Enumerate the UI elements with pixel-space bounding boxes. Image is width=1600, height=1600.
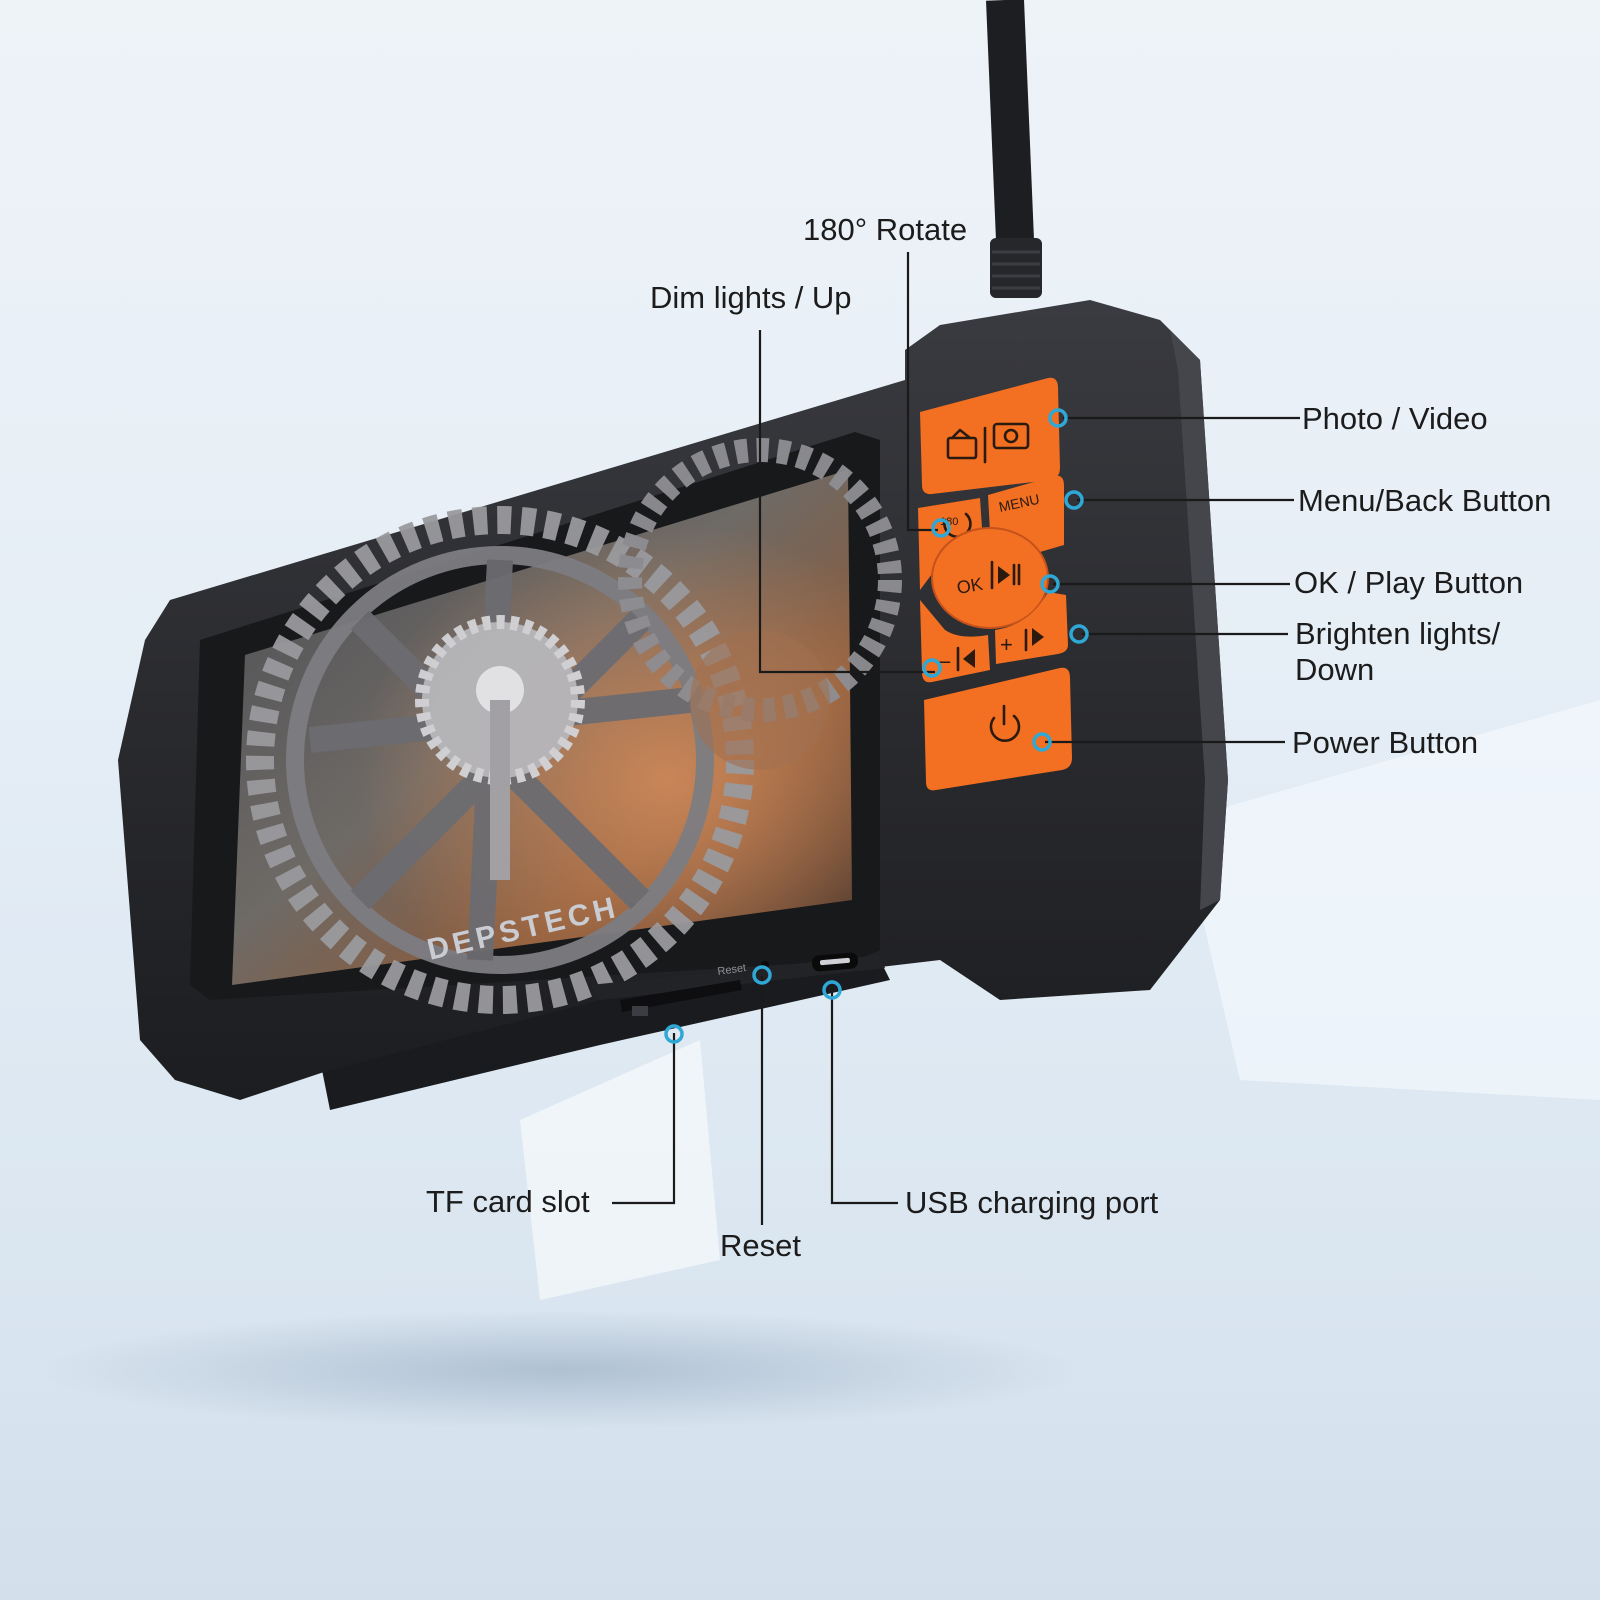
label-dim-lights-up: Dim lights / Up [650,280,852,315]
button-panel: 180 MENU OK – [918,377,1072,791]
label-reset: Reset [720,1228,801,1263]
camera-icon [992,422,1030,450]
label-brighten-line2: Down [1295,652,1375,687]
play-pause-icon [990,560,1021,590]
port-strip: Reset [590,952,885,1016]
label-menu-back: Menu/Back Button [1298,483,1552,518]
label-tf-card-slot: TF card slot [426,1184,590,1219]
brighten-down-button[interactable]: + [995,592,1068,664]
background-light [520,700,1600,1300]
usb-port [811,952,859,972]
label-ok-play: OK / Play Button [1294,565,1524,600]
tf-card-slot [620,980,742,1016]
callout-dots [664,408,1089,1044]
label-power: Power Button [1292,725,1479,760]
label-usb-charging: USB charging port [905,1185,1159,1220]
next-icon [1024,628,1044,652]
photo-video-button[interactable] [920,377,1060,495]
power-icon [989,704,1021,742]
plus-glyph: + [1000,632,1013,657]
device-shadow [40,1310,1080,1430]
ok-glyph: OK [955,574,984,598]
label-brighten-line1: Brighten lights/ [1295,616,1501,651]
camcorder-icon [946,428,978,460]
reset-port-label: Reset [717,962,747,978]
prev-icon [956,646,975,672]
screen [232,438,902,1014]
ok-play-button[interactable]: OK [931,527,1049,629]
label-photo-video: Photo / Video [1302,401,1488,436]
probe-cable [986,0,1042,298]
power-button[interactable] [924,667,1072,791]
gear-illustration [246,438,902,1014]
leader-lines [612,252,1300,1225]
label-180-rotate: 180° Rotate [803,212,968,247]
